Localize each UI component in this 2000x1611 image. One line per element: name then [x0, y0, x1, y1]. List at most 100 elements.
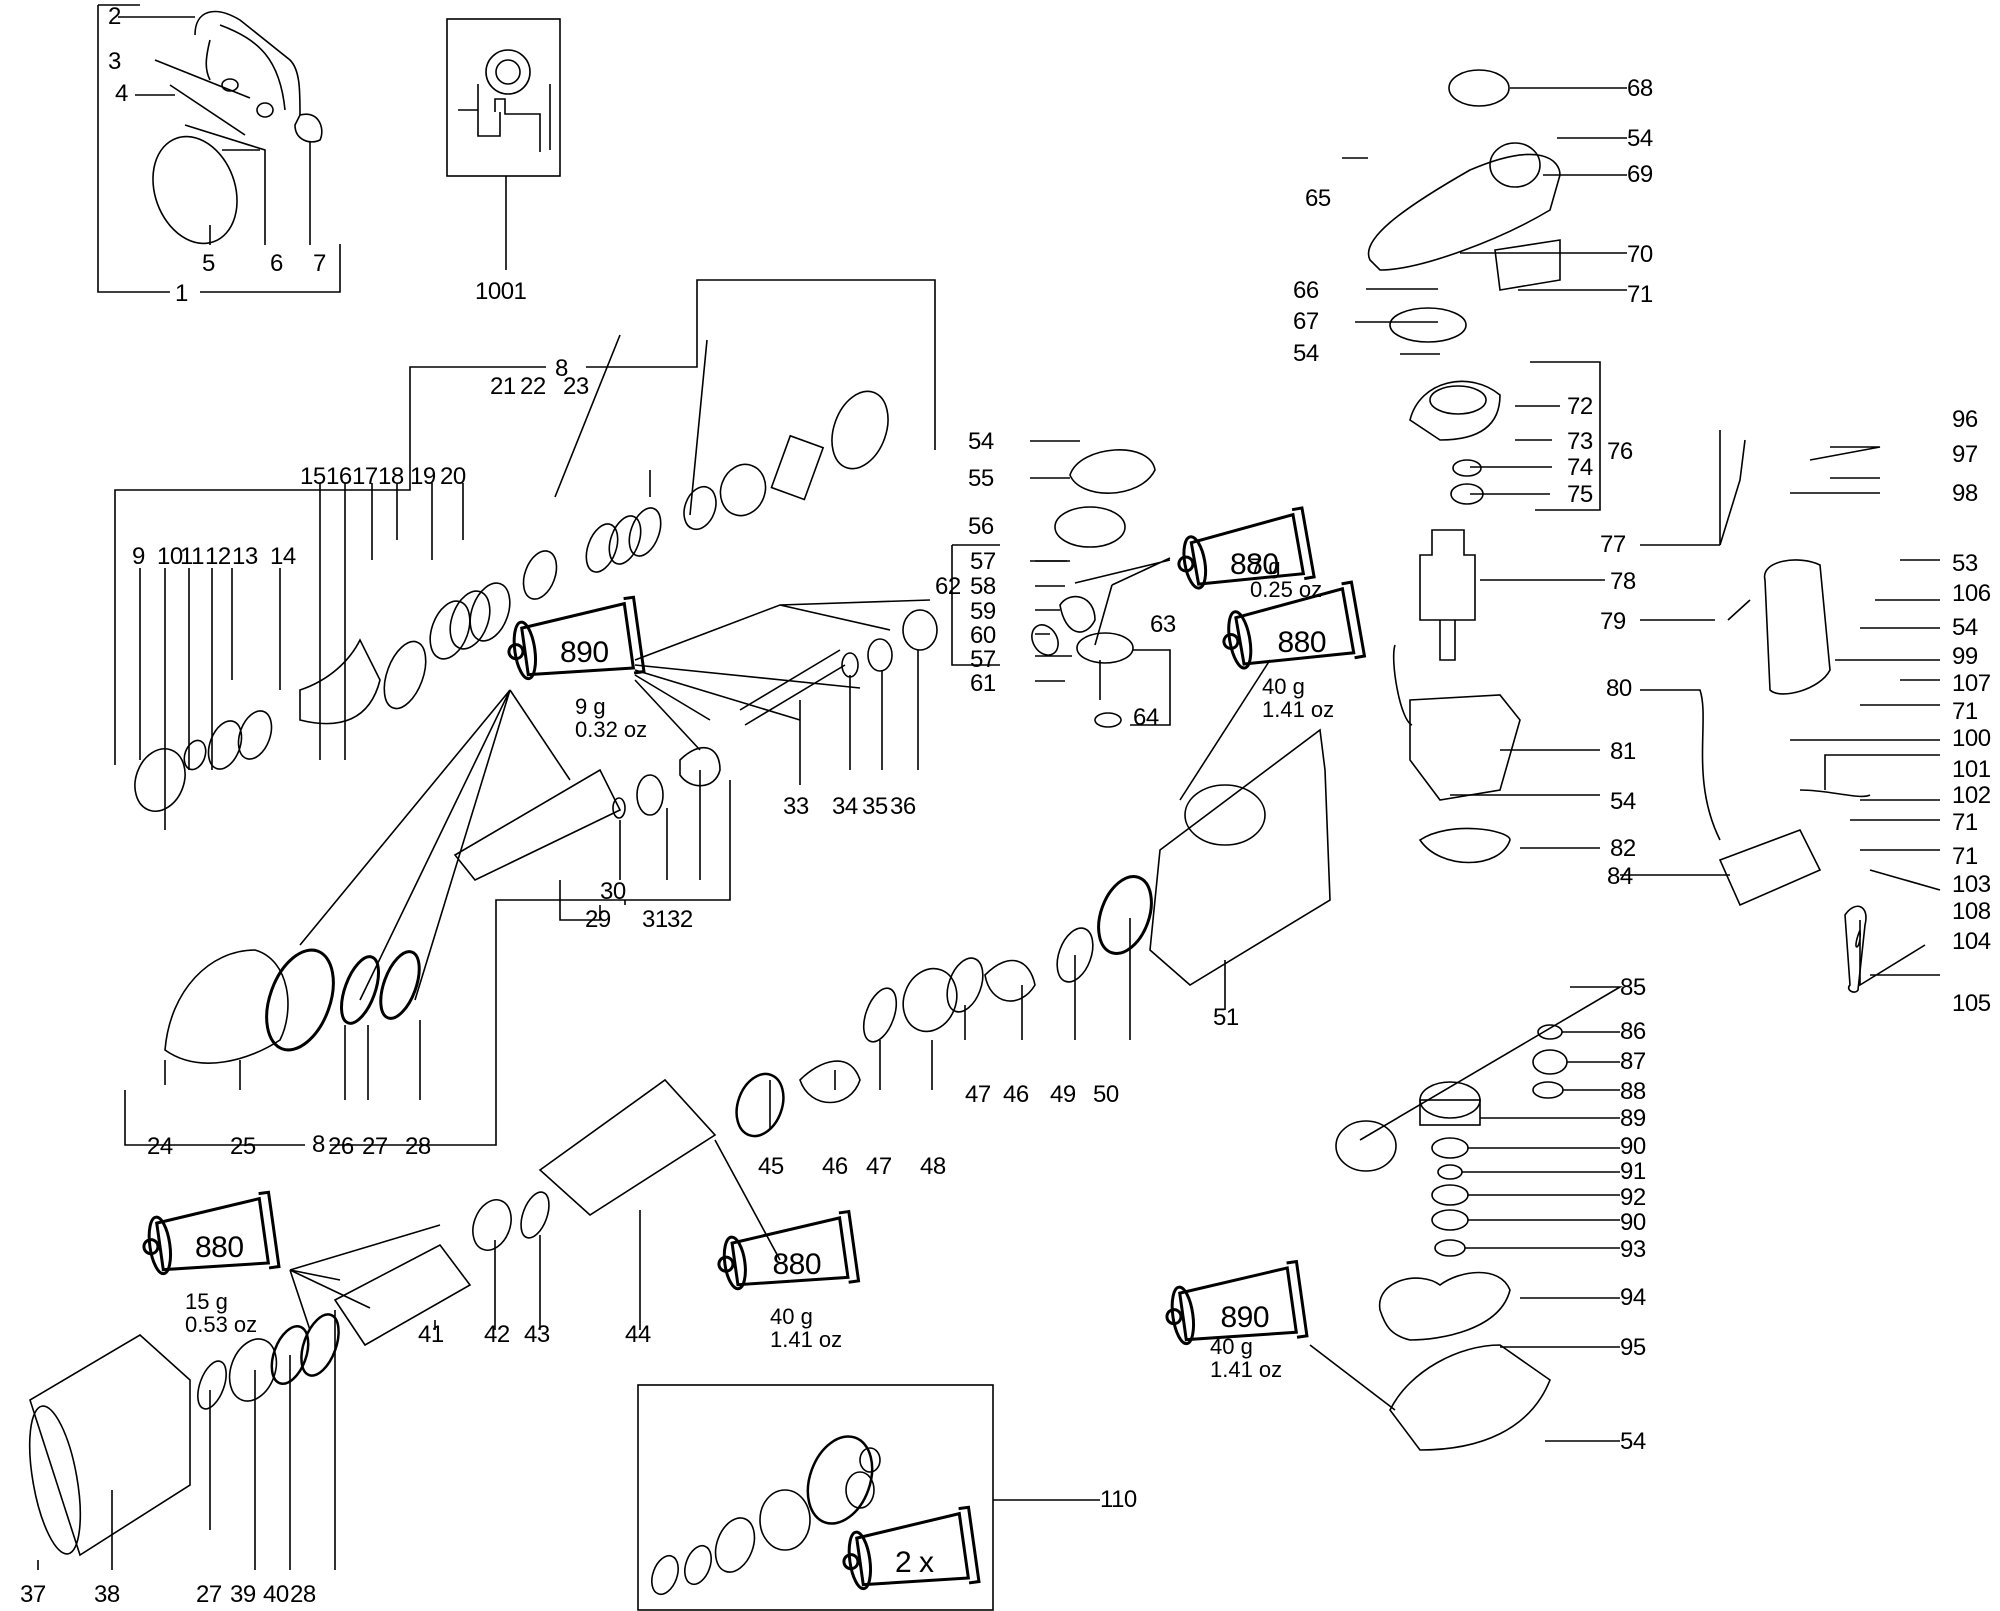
grease-amount-grams: 7 g	[1250, 554, 1281, 579]
part-label-10: 10	[157, 543, 183, 570]
part-label-1: 1	[175, 280, 188, 307]
grease-code: 890	[1220, 1300, 1270, 1334]
grease-tube-880	[1177, 506, 1316, 590]
part-32	[679, 746, 721, 787]
part-label-58: 58	[970, 573, 996, 600]
part-label-47: 47	[866, 1153, 892, 1180]
grease-tube-890	[507, 595, 646, 681]
crankcase-51	[1149, 728, 1331, 986]
part-label-29: 29	[585, 906, 611, 933]
part-label-46: 46	[822, 1153, 848, 1180]
part-label-33: 33	[783, 793, 809, 820]
part-label-42: 42	[484, 1321, 510, 1348]
gear-cover-95	[1389, 1344, 1551, 1451]
part-label-8: 8	[555, 355, 568, 382]
part-label-5: 5	[202, 250, 215, 277]
part-label-81: 81	[1610, 738, 1636, 765]
part-label-70: 70	[1627, 241, 1653, 268]
part-label-54: 54	[1952, 614, 1978, 641]
leader-3	[154, 59, 251, 99]
shaft-29	[453, 768, 622, 881]
wiring-lines	[458, 84, 551, 152]
part-label-7: 7	[313, 250, 326, 277]
part-label-22: 22	[520, 373, 546, 400]
part-label-103: 103	[1952, 871, 1991, 898]
part-label-86: 86	[1620, 1018, 1646, 1045]
part-label-78: 78	[1610, 568, 1636, 595]
part-label-98: 98	[1952, 480, 1978, 507]
washer-3a	[221, 78, 239, 92]
grease-code: 890	[560, 635, 609, 669]
part-label-3: 3	[108, 48, 121, 75]
part-label-26: 26	[328, 1133, 354, 1160]
group-8-bracket-top	[114, 279, 936, 765]
grease-tube-2x	[842, 1505, 981, 1591]
part-label-59: 59	[970, 598, 996, 625]
switch-box-84	[1718, 828, 1822, 907]
part-label-54: 54	[1620, 1428, 1646, 1455]
part-label-106: 106	[1952, 580, 1991, 607]
part-label-108: 108	[1952, 898, 1991, 925]
part-label-38: 38	[94, 1581, 120, 1608]
part-label-74: 74	[1567, 454, 1593, 481]
part-label-2: 2	[108, 3, 121, 30]
part-label-71: 71	[1952, 809, 1978, 836]
part-label-20: 20	[440, 463, 466, 490]
part-label-107: 107	[1952, 670, 1991, 697]
part-label-44: 44	[625, 1321, 651, 1348]
part-label-12: 12	[205, 543, 231, 570]
part-label-54: 54	[968, 428, 994, 455]
part-label-40: 40	[263, 1581, 289, 1608]
part-label-46: 46	[1003, 1081, 1029, 1108]
part-label-32: 32	[667, 906, 693, 933]
part-label-39: 39	[230, 1581, 256, 1608]
part-label-11: 11	[180, 543, 204, 570]
part-label-62: 62	[935, 573, 961, 600]
part-label-67: 67	[1293, 308, 1319, 335]
part-label-15: 15	[300, 463, 326, 490]
part-label-54: 54	[1610, 788, 1636, 815]
part-label-45: 45	[758, 1153, 784, 1180]
part-label-53: 53	[1952, 550, 1978, 577]
part-label-80: 80	[1606, 675, 1632, 702]
part-label-57: 57	[970, 548, 996, 575]
cover-69	[1367, 153, 1561, 271]
grease-code: 2 x	[895, 1545, 934, 1579]
part-label-93: 93	[1620, 1236, 1646, 1263]
part-label-50: 50	[1093, 1081, 1119, 1108]
part-label-72: 72	[1567, 393, 1593, 420]
part-label-104: 104	[1952, 928, 1991, 955]
part-label-99: 99	[1952, 643, 1978, 670]
grease-code: 880	[1277, 625, 1327, 659]
grease-code: 880	[195, 1230, 244, 1264]
part-label-79: 79	[1600, 608, 1626, 635]
armature-78	[1419, 529, 1476, 661]
gasket-94	[1379, 1271, 1511, 1341]
group-1-bracket	[97, 4, 341, 293]
part-label-64: 64	[1133, 704, 1159, 731]
part-label-100: 100	[1952, 725, 1991, 752]
part-label-18: 18	[378, 463, 404, 490]
wiring-ring	[485, 49, 531, 95]
grease-tube-890	[1165, 1259, 1309, 1346]
part-label-8: 8	[312, 1131, 325, 1158]
cone-25	[164, 949, 289, 1064]
band-5	[152, 135, 238, 245]
part-label-25: 25	[230, 1133, 256, 1160]
group-8-bracket-bottom	[124, 780, 731, 1146]
grease-tube-880	[717, 1209, 861, 1291]
part-label-36: 36	[890, 793, 916, 820]
grease-amount-ounces: 1.41 oz	[1262, 697, 1335, 723]
grease-amount-grams: 40 g	[1210, 1334, 1253, 1359]
grease-amount-ounces: 1.41 oz	[1210, 1357, 1283, 1383]
part-label-19: 19	[410, 463, 436, 490]
part-label-35: 35	[862, 793, 888, 820]
part-label-21: 21	[490, 373, 516, 400]
